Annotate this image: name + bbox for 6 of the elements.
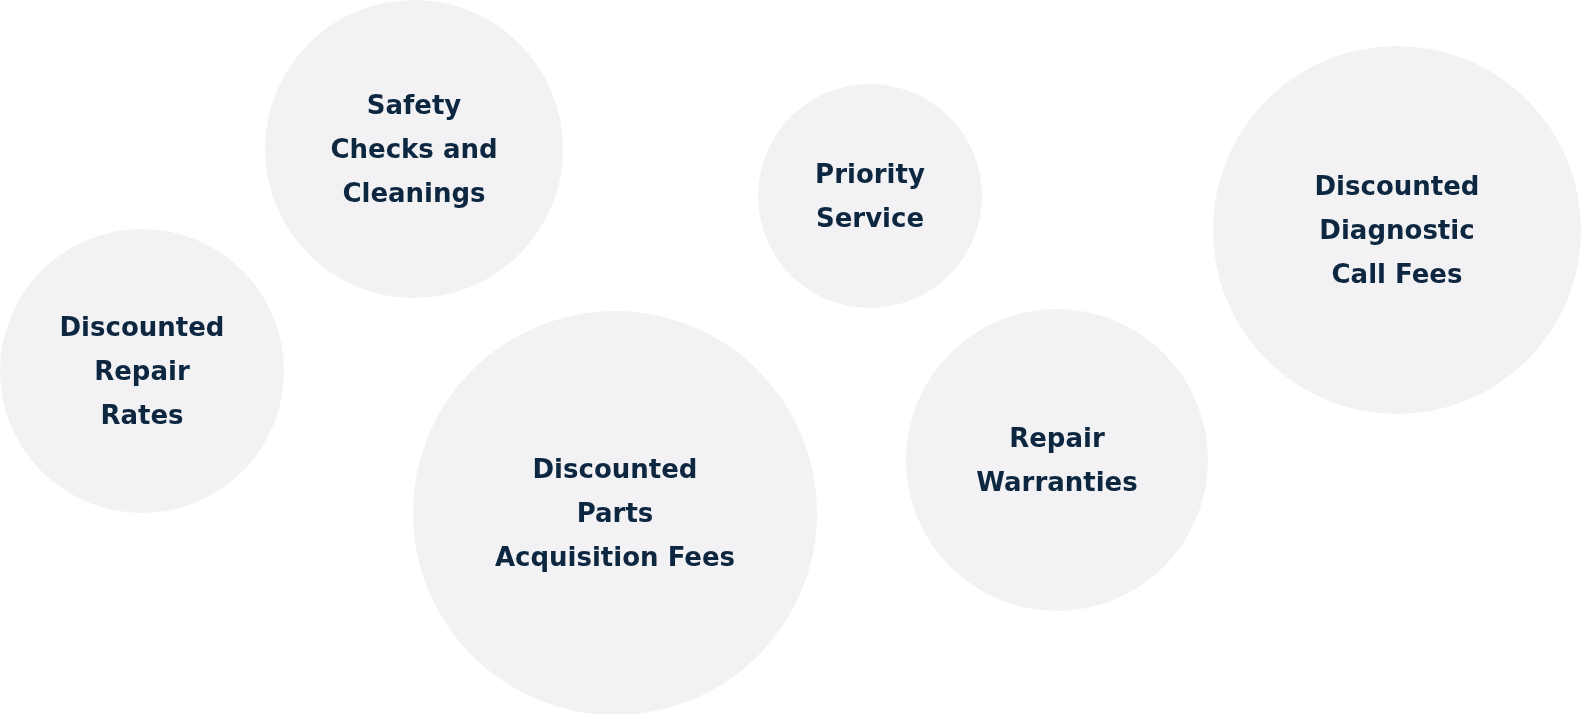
bubble-label: Repair Warranties — [975, 422, 1139, 499]
bubble-label: Discounted Diagnostic Call Fees — [1313, 170, 1481, 291]
bubble-label: Discounted Repair Rates — [58, 311, 226, 432]
bubble-label: Priority Service — [814, 158, 926, 235]
bubble-label: Safety Checks and Cleanings — [329, 89, 499, 210]
bubble-label: Discounted Parts Acquisition Fees — [493, 453, 737, 574]
